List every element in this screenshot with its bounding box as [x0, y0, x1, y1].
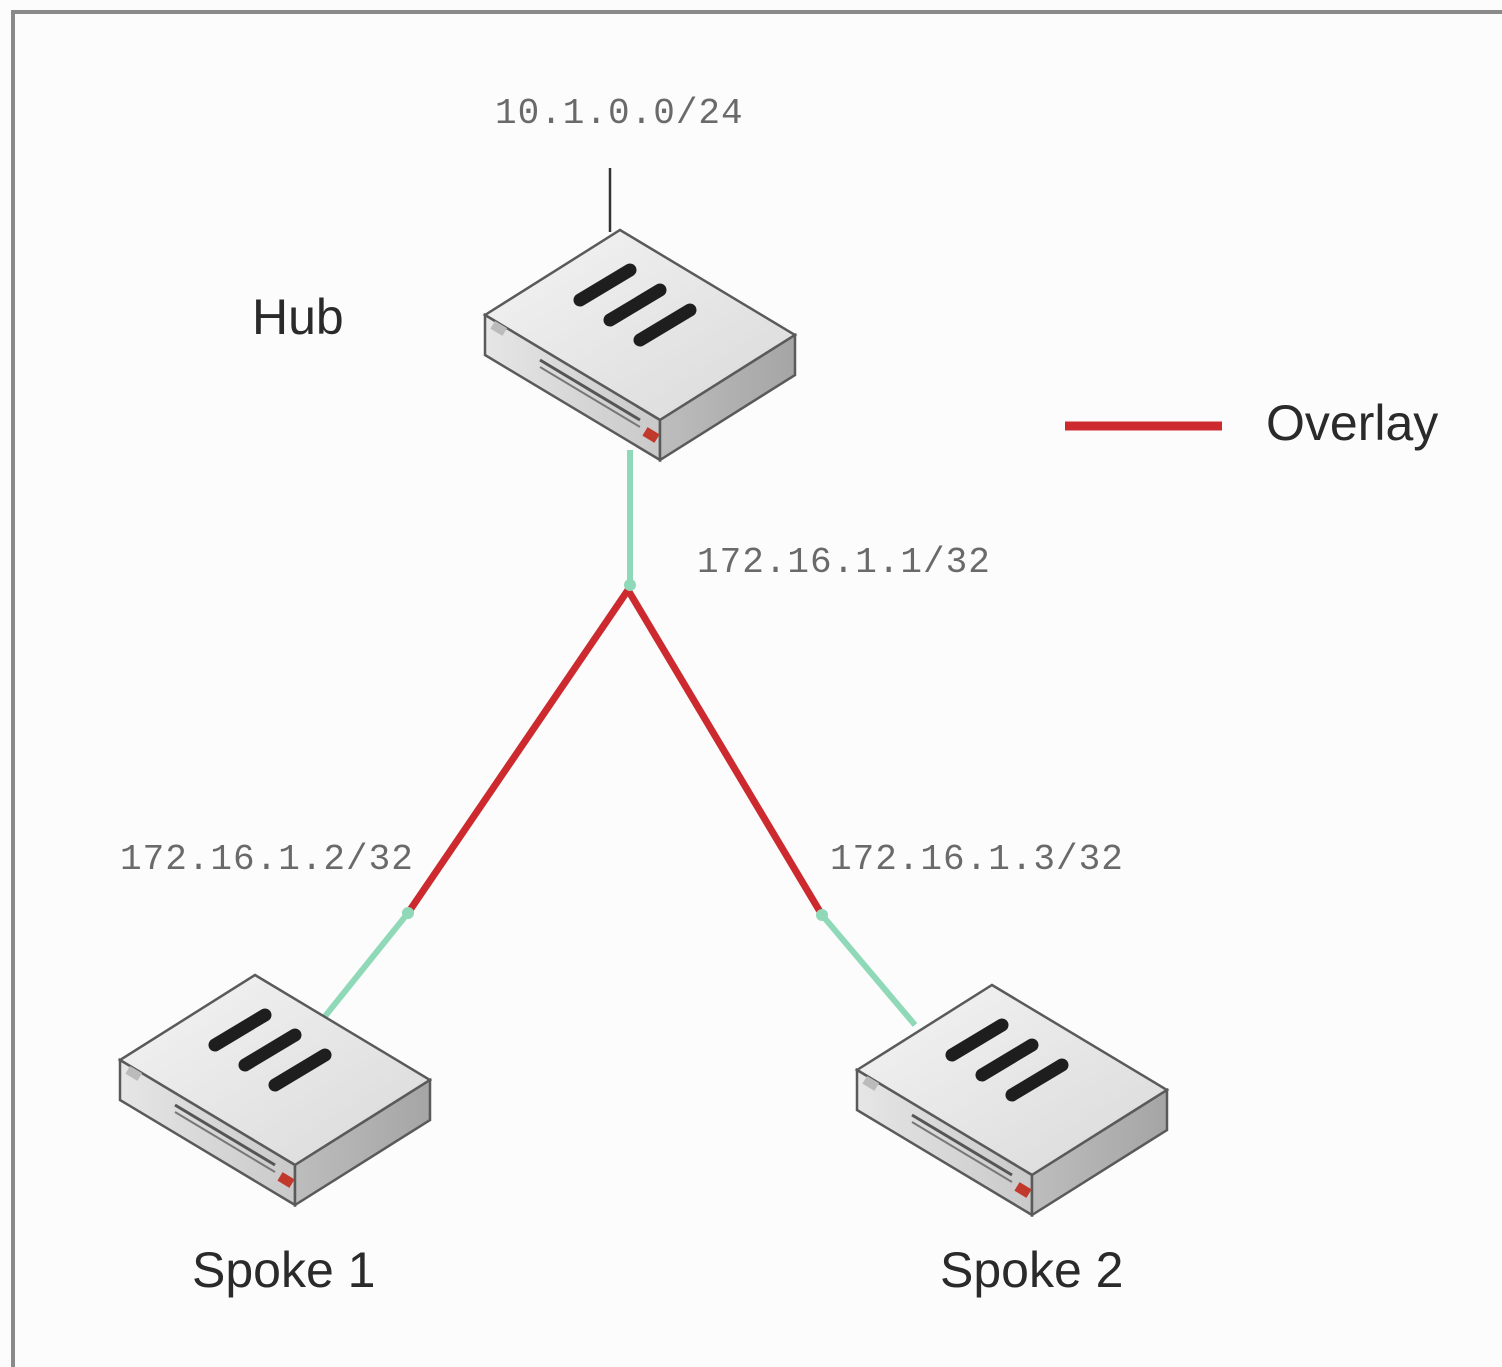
spoke1-ip-label: 172.16.1.2/32: [120, 839, 414, 880]
spoke2-ip-label: 172.16.1.3/32: [830, 839, 1124, 880]
spoke2-overlay-endpoint: [816, 909, 828, 921]
spoke1-overlay-endpoint: [402, 907, 414, 919]
spoke2-label: Spoke 2: [940, 1242, 1124, 1298]
spoke1-label: Spoke 1: [192, 1242, 376, 1298]
hub-ip-label: 172.16.1.1/32: [697, 542, 991, 583]
hub-label: Hub: [252, 289, 344, 345]
spoke2-underlay-link: [819, 913, 918, 1027]
overlay-link-spoke1: [405, 588, 631, 915]
legend-overlay-label: Overlay: [1266, 395, 1439, 451]
hub-overlay-endpoint: [624, 579, 636, 591]
hub-device-icon: [485, 230, 795, 460]
hub-subnet-label: 10.1.0.0/24: [495, 93, 744, 134]
spoke1-device-icon: [120, 975, 430, 1205]
diagram-frame: [11, 10, 1502, 1367]
overlay-link-spoke2: [624, 588, 826, 917]
spoke2-device-icon: [857, 985, 1167, 1215]
spoke1-underlay-link: [319, 911, 411, 1022]
